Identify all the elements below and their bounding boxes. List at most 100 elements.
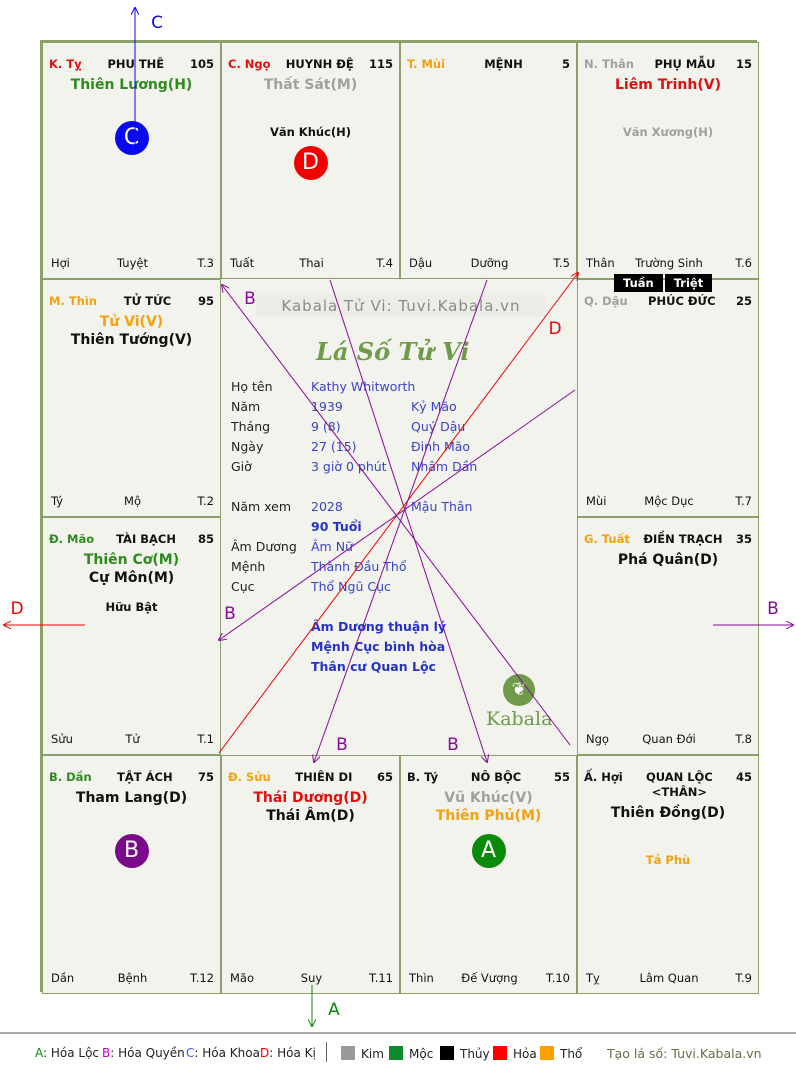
- triet-badge: Triệt: [664, 274, 713, 292]
- life-stage: Thai: [299, 256, 324, 270]
- main-star: Thái Dương(D): [253, 790, 368, 806]
- info-value: 3 giờ 0 phút: [311, 459, 387, 474]
- main-star: Thất Sát(M): [263, 77, 358, 93]
- can-chi-label: B. Tý: [407, 770, 439, 784]
- can-chi-label: K. Tỵ: [49, 57, 82, 71]
- info-value: Âm Nữ: [311, 539, 353, 554]
- element-name: Thủy: [460, 1047, 490, 1061]
- life-stage: Mộ: [124, 494, 141, 508]
- star-list: Liêm Trinh(V)Văn Xương(H): [584, 76, 752, 140]
- site-banner: Kabala Tử Vi: Tuvi.Kabala.vn: [256, 295, 546, 317]
- legend-element-item: Thủy: [440, 1046, 490, 1061]
- main-star: Thiên Phủ(M): [435, 808, 542, 824]
- star-list: Tham Lang(D): [49, 789, 214, 807]
- age-range: 95: [197, 294, 214, 308]
- cycle-label: T.11: [369, 971, 393, 985]
- info-label: Giờ: [231, 459, 252, 474]
- info-can-chi: Mậu Thân: [411, 499, 473, 514]
- info-can-chi: Kỷ Mão: [411, 399, 457, 414]
- hoa-arrow-label: A: [328, 1000, 340, 1020]
- palace-name: THIÊN DI: [295, 770, 353, 784]
- tuan-triet-badges: Tuần Triệt: [614, 274, 713, 292]
- earthly-branch: Sửu: [51, 732, 73, 746]
- info-label: Âm Dương: [231, 539, 297, 554]
- info-label: Cục: [231, 579, 255, 594]
- life-stage: Đế Vượng: [461, 971, 518, 985]
- age-range: 55: [553, 770, 570, 784]
- age-range: 45: [735, 770, 752, 784]
- star-list: Thiên Đồng(D)Tả Phù: [584, 804, 752, 868]
- can-chi-label: T. Mùi: [407, 57, 446, 71]
- info-label: Năm: [231, 399, 261, 414]
- minor-star: Văn Khúc(H): [269, 125, 352, 139]
- brand-name: Kabala: [486, 708, 553, 730]
- legend-text: : Hóa Quyền: [110, 1046, 185, 1060]
- minor-star: Văn Xương(H): [622, 125, 714, 139]
- palace-name: TẬT ÁCH: [117, 770, 173, 784]
- main-star: Tham Lang(D): [75, 790, 188, 806]
- earthly-branch: Thân: [586, 256, 615, 270]
- minor-star: Hữu Bật: [105, 600, 158, 614]
- star-list: Thiên Cơ(M)Cự Môn(M)Hữu Bật: [49, 551, 214, 615]
- hoa-arrow-label: B: [767, 599, 779, 619]
- hoa-arrow-label: D: [10, 599, 23, 619]
- can-chi-label: Đ. Mão: [49, 532, 95, 546]
- hoa-arrow-label: D: [548, 319, 561, 339]
- palace-name: MỆNH: [484, 57, 523, 71]
- palace-name: TỬ TỨC: [123, 294, 172, 308]
- chart-title: Lá Số Tử Vi: [316, 337, 470, 366]
- legend-element-item: Kim: [341, 1046, 384, 1061]
- legend-hoa-item: C: Hóa Khoa: [186, 1046, 260, 1060]
- age-range: 5: [561, 57, 570, 71]
- hoa-arrow-label: B: [447, 735, 459, 755]
- main-star: Thiên Lương(H): [70, 77, 193, 93]
- earthly-branch: Tý: [51, 494, 64, 508]
- legend-text: : Hóa Kị: [269, 1046, 316, 1060]
- age-range: 75: [197, 770, 214, 784]
- palace-header: T. Mùi MỆNH 5: [407, 57, 570, 72]
- info-value: 1939: [311, 399, 343, 414]
- info-value: 27 (15): [311, 439, 357, 454]
- palace-name: NÔ BỘC: [470, 770, 522, 784]
- life-stage: Trường Sinh: [635, 256, 703, 270]
- legend-hoa-item: B: Hóa Quyền: [102, 1046, 185, 1060]
- palace-name: PHU THÊ: [107, 57, 165, 71]
- palace-header: B. Tý NÔ BỘC 55: [407, 770, 570, 785]
- life-stage: Tuyệt: [117, 256, 148, 270]
- star-list: Thái Dương(D) Thái Âm(D): [228, 789, 393, 825]
- info-value: 2028: [311, 499, 343, 514]
- can-chi-label: N. Thân: [584, 57, 634, 71]
- age-range: 115: [368, 57, 393, 71]
- hoa-marker-d: D: [293, 146, 328, 180]
- tuvi-chart: Kabala Tử Vi: Tuvi.Kabala.vn Lá Số Tử Vi…: [40, 40, 759, 994]
- main-star: Thiên Tướng(V): [70, 332, 193, 348]
- legend-element-item: Hỏa: [493, 1046, 537, 1061]
- center-info-panel: Kabala Tử Vi: Tuvi.Kabala.vn Lá Số Tử Vi…: [221, 279, 576, 755]
- palace-name: QUAN LỘC <THÂN>: [645, 770, 713, 799]
- cycle-label: T.5: [553, 256, 570, 270]
- life-stage: Bệnh: [117, 971, 148, 985]
- main-star: Thái Âm(D): [266, 808, 355, 824]
- earthly-branch: Dần: [51, 971, 75, 985]
- legend-key: D: [260, 1046, 270, 1060]
- element-name: Thổ: [560, 1047, 583, 1061]
- age-range: 35: [735, 532, 752, 546]
- age-range: 25: [735, 294, 752, 308]
- life-stage: Quan Đới: [642, 732, 696, 746]
